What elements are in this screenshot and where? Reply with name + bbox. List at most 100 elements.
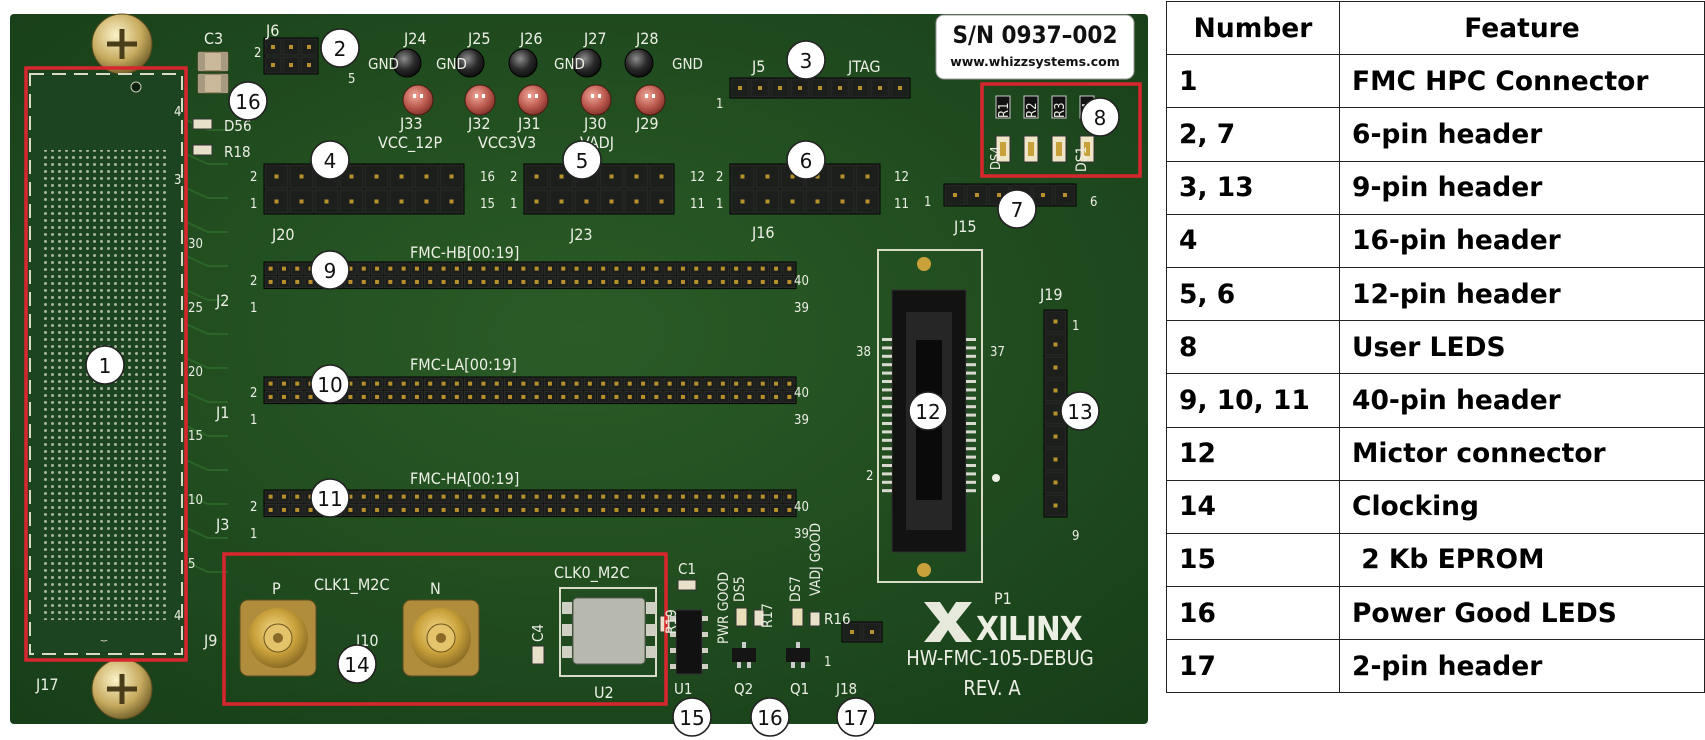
pin (760, 266, 765, 271)
mictor-pin (882, 422, 892, 425)
pin (375, 381, 380, 386)
pin-label: 9 (1072, 529, 1079, 544)
highlight-clock (222, 552, 668, 706)
highlight-boxes (24, 66, 1142, 706)
pin (1053, 480, 1058, 485)
resistor-r16 (809, 611, 821, 627)
label-gnd-2: GND (436, 55, 467, 73)
label-j31: J31 (517, 114, 541, 133)
pin-label: 2 (716, 170, 723, 185)
pin (707, 279, 712, 284)
post-highlight (598, 94, 601, 98)
pin (734, 394, 739, 399)
pin (307, 63, 311, 67)
pin (680, 381, 685, 386)
post-highlight (645, 94, 648, 98)
pin (778, 86, 782, 90)
pin (281, 394, 286, 399)
mictor-pin (966, 422, 976, 425)
callout-number: 17 (843, 706, 868, 730)
callout-number: 15 (679, 706, 704, 730)
trace (185, 391, 228, 403)
pin-label: 2 (510, 170, 517, 185)
callout-badge: 8 (1080, 97, 1120, 137)
pin (375, 507, 380, 512)
pin (271, 63, 275, 67)
pin (747, 381, 752, 386)
callout-circle (672, 697, 712, 737)
pin (734, 507, 739, 512)
label-gnd-4: GND (672, 55, 703, 73)
label-clk1: CLK1_M2C (314, 575, 390, 595)
pin (547, 507, 552, 512)
cell-number: 8 (1166, 320, 1340, 375)
pin (614, 279, 619, 284)
fmc-row-letters (44, 624, 168, 640)
trace (185, 289, 228, 301)
callout-badge: 10 (310, 364, 350, 404)
label-j16: J16 (751, 223, 775, 242)
column-header-feature: Feature (1339, 0, 1705, 56)
header-j6 (263, 37, 319, 75)
pin (787, 507, 792, 512)
pin (747, 394, 752, 399)
mictor-pin (966, 405, 976, 409)
pin (815, 174, 820, 179)
pin-label: 2 (866, 469, 873, 484)
pin (268, 394, 273, 399)
header-j20 (263, 163, 465, 215)
pin (601, 266, 606, 271)
callout-badge: 4 (310, 140, 350, 180)
pin (720, 494, 725, 499)
callout-circle (320, 28, 360, 68)
pin (441, 279, 446, 284)
label-gnd-3: GND (554, 55, 585, 73)
trace (185, 153, 228, 165)
gnd-post (392, 48, 422, 78)
trace (185, 357, 228, 369)
pin (428, 507, 433, 512)
pin (1053, 411, 1058, 416)
pin (574, 279, 579, 284)
pin (774, 507, 779, 512)
post-highlight (475, 94, 478, 98)
pin (734, 266, 739, 271)
mictor-pin (966, 388, 976, 392)
pin-label: 40 (794, 274, 809, 289)
capacitor-c3 (197, 51, 229, 94)
header-j2 (263, 261, 797, 290)
pin-label: 37 (990, 345, 1005, 360)
pin (760, 507, 765, 512)
pin-label: 15 (480, 197, 495, 212)
label-j6: J6 (265, 21, 279, 40)
led-resistor (1051, 95, 1067, 119)
pin (641, 279, 646, 284)
pin-label: 6 (1090, 195, 1097, 210)
pin (481, 381, 486, 386)
cell-feature: 12-pin header (1339, 266, 1705, 322)
highlight-leds (980, 82, 1142, 178)
pin (654, 279, 659, 284)
pin (614, 494, 619, 499)
pin-label: 1 (716, 97, 723, 112)
pin (295, 266, 300, 271)
fmc-row-number: 20 (188, 365, 203, 380)
label-j1: J1 (215, 403, 229, 422)
pin (361, 507, 366, 512)
pin (388, 507, 393, 512)
label-r3: R3 (1053, 102, 1068, 118)
callout-circle (836, 697, 876, 737)
callout-number: 13 (1067, 400, 1092, 424)
xilinx-logo: XILINX (924, 602, 1084, 648)
pin (428, 494, 433, 499)
pin (654, 494, 659, 499)
pin (680, 507, 685, 512)
pin (361, 279, 366, 284)
pin (388, 494, 393, 499)
pin (481, 394, 486, 399)
highlight-fmc (24, 66, 188, 662)
callout-number: 6 (800, 149, 813, 173)
pin (774, 381, 779, 386)
label-j5: J5 (751, 57, 765, 76)
